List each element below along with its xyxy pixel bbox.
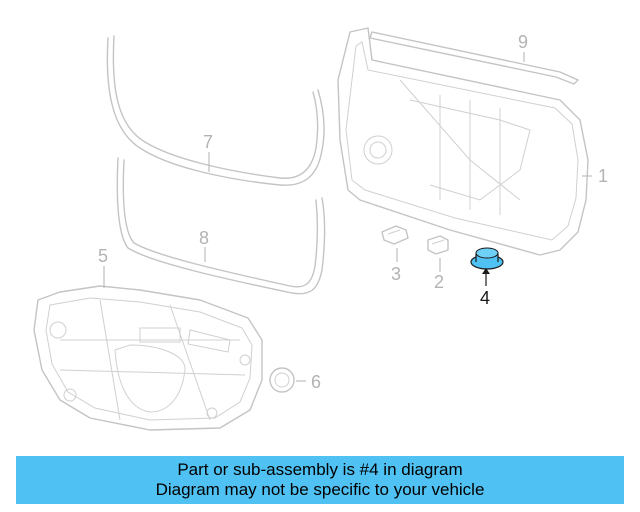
callout-6: 6 xyxy=(311,372,321,392)
banner-line-2: Diagram may not be specific to your vehi… xyxy=(155,480,485,499)
callout-7: 7 xyxy=(203,132,213,152)
part-9-belt-molding xyxy=(369,31,579,85)
part-2-clip xyxy=(427,235,449,255)
banner-line-1: Part or sub-assembly is #4 in diagram xyxy=(177,460,463,479)
callout-3: 3 xyxy=(391,264,401,284)
callout-9: 9 xyxy=(518,32,528,52)
info-banner: Part or sub-assembly is #4 in diagram Di… xyxy=(16,456,624,504)
callout-8: 8 xyxy=(199,228,209,248)
callout-5: 5 xyxy=(98,246,108,266)
part-6-round-plug xyxy=(269,367,295,393)
part-5-door-module xyxy=(33,285,263,431)
part-3-clip xyxy=(381,225,409,245)
part-8-door-seal xyxy=(116,157,326,295)
parts-diagram: 9 1 7 8 5 6 3 2 4 xyxy=(33,27,608,431)
callout-4: 4 xyxy=(480,288,490,308)
part-1-door-shell xyxy=(337,27,589,256)
part-7-weatherstrip xyxy=(106,35,325,186)
callout-2: 2 xyxy=(434,272,444,292)
callout-1: 1 xyxy=(598,166,608,186)
part-4-plug xyxy=(470,247,504,270)
